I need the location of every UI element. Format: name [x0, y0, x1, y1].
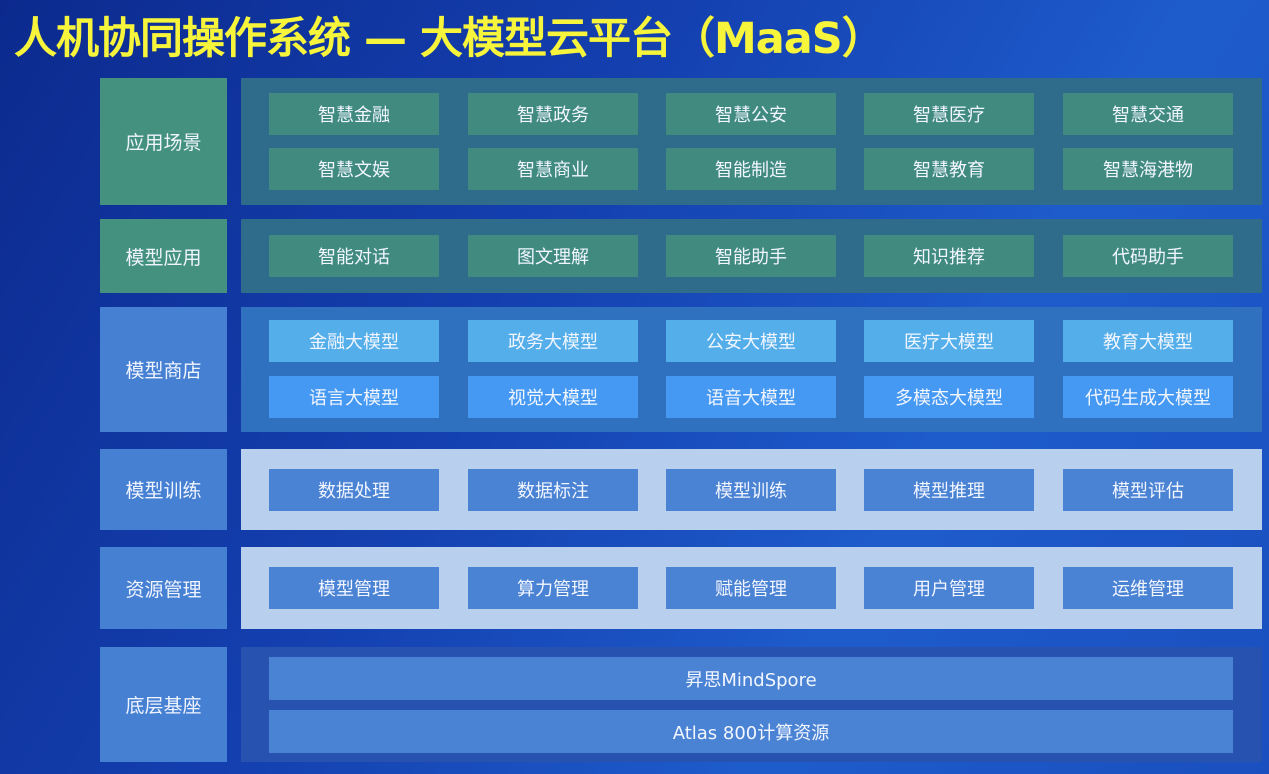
module-box: 模型训练 — [666, 469, 836, 511]
module-box: 用户管理 — [864, 567, 1034, 609]
module-box: 模型管理 — [269, 567, 439, 609]
module-box: 模型推理 — [864, 469, 1034, 511]
module-box: 智慧医疗 — [864, 93, 1034, 135]
module-box: 智能助手 — [666, 235, 836, 277]
module-box: 教育大模型 — [1063, 320, 1233, 362]
module-box: 视觉大模型 — [468, 376, 638, 418]
module-box: 代码助手 — [1063, 235, 1233, 277]
module-box: 代码生成大模型 — [1063, 376, 1233, 418]
layer-label: 应用场景 — [100, 78, 227, 205]
module-box: 知识推荐 — [864, 235, 1034, 277]
module-box: 智慧交通 — [1063, 93, 1233, 135]
module-box: 模型评估 — [1063, 469, 1233, 511]
module-box: 算力管理 — [468, 567, 638, 609]
module-box: 智能制造 — [666, 148, 836, 190]
module-box: 智能对话 — [269, 235, 439, 277]
layer-label: 资源管理 — [100, 547, 227, 629]
module-box: 数据处理 — [269, 469, 439, 511]
base-component: 昇思MindSpore — [269, 657, 1233, 700]
module-box: 运维管理 — [1063, 567, 1233, 609]
module-box: 赋能管理 — [666, 567, 836, 609]
layer-label: 模型商店 — [100, 307, 227, 432]
module-box: 智慧金融 — [269, 93, 439, 135]
page-title: 人机协同操作系统 — 大模型云平台（MaaS） — [14, 14, 885, 64]
module-box: 语音大模型 — [666, 376, 836, 418]
layer-label: 模型训练 — [100, 449, 227, 530]
layer-label: 底层基座 — [100, 647, 227, 762]
base-component: Atlas 800计算资源 — [269, 710, 1233, 753]
module-box: 多模态大模型 — [864, 376, 1034, 418]
module-box: 智慧公安 — [666, 93, 836, 135]
module-box: 智慧政务 — [468, 93, 638, 135]
module-box: 医疗大模型 — [864, 320, 1034, 362]
module-box: 智慧教育 — [864, 148, 1034, 190]
module-box: 智慧文娱 — [269, 148, 439, 190]
module-box: 语言大模型 — [269, 376, 439, 418]
module-box: 金融大模型 — [269, 320, 439, 362]
module-box: 公安大模型 — [666, 320, 836, 362]
module-box: 智慧商业 — [468, 148, 638, 190]
module-box: 智慧海港物 — [1063, 148, 1233, 190]
module-box: 数据标注 — [468, 469, 638, 511]
layer-label: 模型应用 — [100, 219, 227, 293]
module-box: 图文理解 — [468, 235, 638, 277]
module-box: 政务大模型 — [468, 320, 638, 362]
